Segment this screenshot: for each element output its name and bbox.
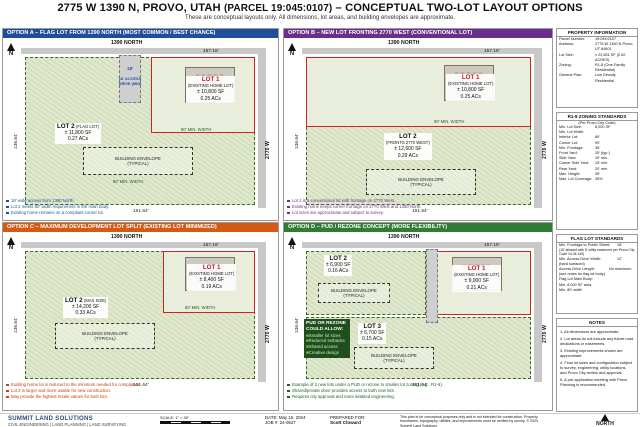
option-a-panel: OPTION A – FLAG LOT FROM 1390 NORTH (MOS… (2, 28, 279, 221)
road-1390-north (21, 242, 266, 248)
lot-2-label: LOT 2 (MAX SIZE) ± 14,200 SF 0.33 ACs (63, 297, 109, 318)
road-2770-west (534, 48, 542, 208)
option-d-title: OPTION D – PUD / REZONE CONCEPT (MORE FL… (284, 223, 552, 232)
road-1390-north (21, 48, 266, 54)
option-d-panel: OPTION D – PUD / REZONE CONCEPT (MORE FL… (283, 222, 553, 411)
access-drive (119, 55, 141, 103)
dim-left: 136.64' (295, 133, 300, 149)
pud-callout: PUD OR REZONE COULD ALLOW: Smaller lot s… (304, 319, 350, 358)
dim-left: 136.64' (14, 133, 19, 149)
road-2770-west (258, 48, 266, 208)
dim-bottom: 161.64' (133, 383, 149, 388)
company-logo: SUMMIT LAND SOLUTIONS CIVIL ENGINEERING … (8, 416, 127, 427)
lot-2-min-width: 80' MIN. WIDTH (113, 179, 144, 184)
lot-1-min-width: 80' MIN. WIDTH (181, 127, 212, 132)
scale-bar: SCALE: 1" = 30' (160, 415, 230, 424)
option-d-notes: Example of 2 new lots under a PUD or rez… (283, 381, 553, 401)
dim-bottom: 161.64' (412, 383, 428, 388)
building-envelope: BUILDING ENVELOPE(TYPICAL) (55, 323, 155, 349)
option-b-title: OPTION B – NEW LOT FRONTING 2770 WEST (C… (284, 29, 552, 38)
title-dash: – (335, 2, 342, 14)
street-label-1390-north: 1390 NORTH (111, 40, 143, 46)
street-label-2770-west: 2770 W (542, 325, 548, 343)
building-envelope-lot-3: BUILDING ENVELOPE(TYPICAL) (354, 347, 434, 369)
option-b-notes: Lot 2 is a conventional lot with frontag… (283, 197, 553, 217)
title-parcel: (PARCEL 19:045:0107) (223, 3, 333, 14)
lot-1-label: LOT 1 (EXISTING HOME LOT) ± 10,800 SF 0.… (186, 76, 236, 103)
title-tail: CONCEPTUAL TWO-LOT LAYOUT OPTIONS (345, 2, 583, 14)
street-label-1390-north: 1390 NORTH (388, 40, 420, 46)
property-information: PROPERTY INFORMATION Parcel Number:19:04… (556, 28, 638, 108)
street-label-1390-north: 1390 NORTH (388, 234, 420, 240)
access-drive-note: 18' ACCESS DRIVE (MIN) (118, 76, 142, 86)
dim-left: 136.64' (295, 317, 300, 333)
zoning-standards: R1-8 ZONING STANDARDS (Per Provo City Co… (556, 112, 638, 230)
street-label-2770-west: 2770 W (265, 325, 271, 343)
dim-top: 157.18' (484, 243, 500, 248)
north-arrow-icon: NORTH (590, 414, 620, 427)
road-2770-west (534, 242, 542, 382)
option-c-title: OPTION C – MAXIMUM DEVELOPMENT LOT SPLIT… (3, 223, 278, 232)
street-label-2770-west: 2770 W (265, 141, 271, 159)
road-1390-north (302, 48, 542, 54)
street-label-2770-west: 2770 W (542, 141, 548, 159)
north-arrow-icon: N (287, 237, 297, 251)
dim-top: 157.18' (203, 243, 219, 248)
lot-3-label: LOT 3 ± 6,700 SF 0.15 ACs (358, 323, 387, 344)
notes-box: NOTES 1. All dimensions are approximate.… (556, 318, 638, 412)
road-2770-west (258, 242, 266, 382)
dim-bottom: 161.64' (412, 209, 428, 214)
lot-2-label: LOT 2 ± 6,900 SF 0.16 ACs (324, 255, 353, 276)
disclaimer: This plan is for conceptual purposes onl… (400, 415, 539, 427)
lot-2-label: LOT 2 (FLAG LOT) ± 11,800 SF 0.27 ACs (55, 123, 101, 144)
shared-drive (426, 249, 438, 323)
title-block: SUMMIT LAND SOLUTIONS CIVIL ENGINEERING … (0, 413, 640, 427)
page-subtitle: These are conceptual layouts only. All d… (184, 15, 456, 21)
dim-top: 157.18' (484, 49, 500, 54)
dim-left: 136.64' (14, 317, 19, 333)
page-header: 2775 W 1390 N, PROVO, UTAH (PARCEL 19:04… (0, 0, 640, 24)
date-job: DATE: May 15, 2024 JOB #: 24-0527 (265, 415, 306, 426)
lot-1-label: LOT 1 (EXISTING HOME LOT) ± 10,800 SF 0.… (446, 74, 496, 101)
option-a-title: OPTION A – FLAG LOT FROM 1390 NORTH (MOS… (3, 29, 278, 38)
lot-2-label: LOT 2 (FRONTS 2770 WEST) ± 12,600 SF 0.2… (384, 133, 432, 160)
road-1390-north (302, 242, 542, 248)
access-drive-label: 18' (126, 66, 134, 71)
north-arrow-icon: N (6, 43, 16, 57)
prepared-for: PREPARED FOR: Scott Cloward (330, 415, 366, 426)
title-address: 2775 W 1390 N, PROVO, UTAH (57, 2, 221, 14)
lot-2-area (25, 251, 255, 379)
north-arrow-icon: N (287, 43, 297, 57)
street-label-1390-north: 1390 NORTH (111, 234, 143, 240)
lot-1-min-width: 80' MIN. WIDTH (434, 119, 465, 124)
north-arrow-icon: N (6, 237, 16, 251)
dim-bottom: 161.64' (133, 209, 149, 214)
lot-1-area (306, 57, 531, 127)
dim-top: 157.18' (203, 49, 219, 54)
lot-1-min-width: 80' MIN. WIDTH (185, 305, 216, 310)
option-c-panel: OPTION C – MAXIMUM DEVELOPMENT LOT SPLIT… (2, 222, 279, 411)
building-envelope: BUILDING ENVELOPE(TYPICAL) (83, 147, 193, 175)
lot-1-label: LOT 1 (EXISTING HOME LOT) ± 9,000 SF 0.2… (452, 265, 502, 292)
option-a-notes: 18' wide access from 1390 North. Lot 2 m… (2, 197, 279, 217)
option-c-notes: Existing home lot is reduced to the mini… (2, 381, 279, 401)
page-title: 2775 W 1390 N, PROVO, UTAH (PARCEL 19:04… (0, 0, 640, 14)
lot-1-label: LOT 1 (EXISTING HOME LOT) ± 8,400 SF 0.1… (187, 264, 237, 291)
building-envelope: BUILDING ENVELOPE(TYPICAL) (366, 169, 476, 195)
option-b-panel: OPTION B – NEW LOT FRONTING 2770 WEST (C… (283, 28, 553, 221)
flag-lot-standards: FLAG LOT STANDARDS Min. Frontage to Publ… (556, 234, 638, 314)
building-envelope-lot-2: BUILDING ENVELOPE(TYPICAL) (318, 283, 390, 303)
info-sidebar: PROPERTY INFORMATION Parcel Number:19:04… (556, 28, 638, 413)
